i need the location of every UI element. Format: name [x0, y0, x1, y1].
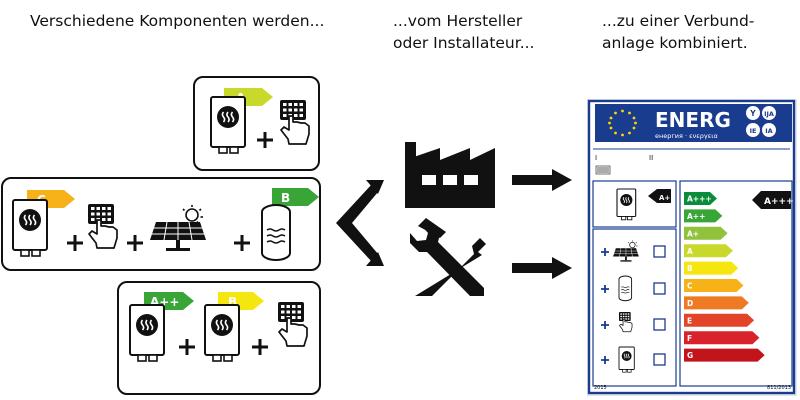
label-year: 2015	[594, 385, 607, 391]
label-roman-i: I	[595, 154, 597, 162]
water-tank-icon	[618, 275, 633, 302]
scale-bar-appp	[684, 192, 717, 205]
scale-bar-g	[684, 348, 765, 362]
caption-components: Verschiedene Komponenten werden...	[30, 12, 325, 30]
chevron-bottom-tip	[366, 252, 384, 266]
package-components-section	[592, 228, 677, 387]
scale-bar-c	[684, 279, 744, 292]
boiler-icon	[204, 304, 240, 362]
caption-package-line1: ...zu einer Verbund-	[602, 12, 755, 30]
arrow-right-icon	[512, 257, 572, 279]
scale-label: B	[687, 264, 693, 273]
scale-bar-e	[684, 313, 755, 327]
scale-label: A+	[687, 229, 699, 238]
scale-bar-app	[684, 209, 723, 223]
factory-icon	[405, 142, 495, 208]
label-roman-ii: II	[649, 154, 653, 162]
boiler-icon	[618, 346, 635, 373]
overall-class-label: A+++	[764, 197, 794, 207]
scale-bar-d	[684, 296, 749, 310]
scale-bar-b	[684, 261, 739, 275]
tank-class-label: B	[281, 191, 290, 205]
scale-label: A++	[687, 212, 705, 221]
energy-label: ENERG енергия · ενεργεια Y IJA IE IA I I…	[587, 99, 797, 396]
lang-code-1: Y	[749, 109, 756, 118]
water-tank-icon	[261, 204, 291, 261]
package-class-label: A+	[659, 194, 670, 202]
middle-combo-box: C B	[1, 177, 321, 271]
scale-bar-f	[684, 331, 760, 345]
checkbox-boiler[interactable]	[653, 353, 666, 366]
branch-chevron-icon	[336, 184, 378, 262]
energ-sub-text: енергия · ενεργεια	[655, 132, 718, 140]
tools-icon	[410, 218, 486, 296]
overall-class-indicator: A+++	[752, 191, 794, 209]
top-combo-box: A	[193, 76, 320, 171]
scale-label: A+++	[687, 195, 712, 204]
scale-label: D	[687, 299, 693, 308]
language-codes: Y IJA IE IA	[746, 106, 776, 137]
bottom-combo-box: A++ B	[117, 281, 321, 395]
product-name-barcode	[595, 165, 611, 175]
scale-label: C	[687, 282, 693, 291]
lang-code-3: IE	[750, 127, 757, 135]
scale-label: E	[687, 316, 692, 325]
bottom-boiler2-class-label: B	[228, 295, 237, 309]
scale-bar-a	[684, 244, 733, 258]
scale-label: A	[687, 247, 693, 256]
scale-label: G	[687, 351, 693, 360]
energ-label-text: ENERG	[655, 108, 731, 132]
label-regulation: 811/2013	[767, 385, 791, 391]
scale-bar-ap	[684, 226, 728, 240]
caption-package-line2: anlage kombiniert.	[602, 34, 748, 52]
boiler-icon	[129, 304, 165, 362]
arrow-right-icon	[512, 169, 572, 191]
lang-code-4: IA	[765, 127, 772, 135]
caption-manufacturer-line2: oder Installateur...	[393, 34, 535, 52]
scale-label: F	[687, 334, 692, 343]
boiler-icon	[616, 188, 637, 221]
eu-flag	[595, 104, 650, 142]
package-boiler-section: A+	[592, 180, 677, 228]
boiler-icon	[12, 199, 48, 257]
caption-manufacturer-line1: ...vom Hersteller	[393, 12, 523, 30]
lang-code-2: IJA	[764, 110, 774, 118]
checkbox-tank[interactable]	[653, 282, 666, 295]
checkbox-solar[interactable]	[653, 245, 666, 258]
chevron-top-tip	[366, 180, 384, 194]
tank-class-arrow: B	[272, 188, 319, 206]
checkbox-controller[interactable]	[653, 318, 666, 331]
boiler-icon	[210, 96, 246, 154]
